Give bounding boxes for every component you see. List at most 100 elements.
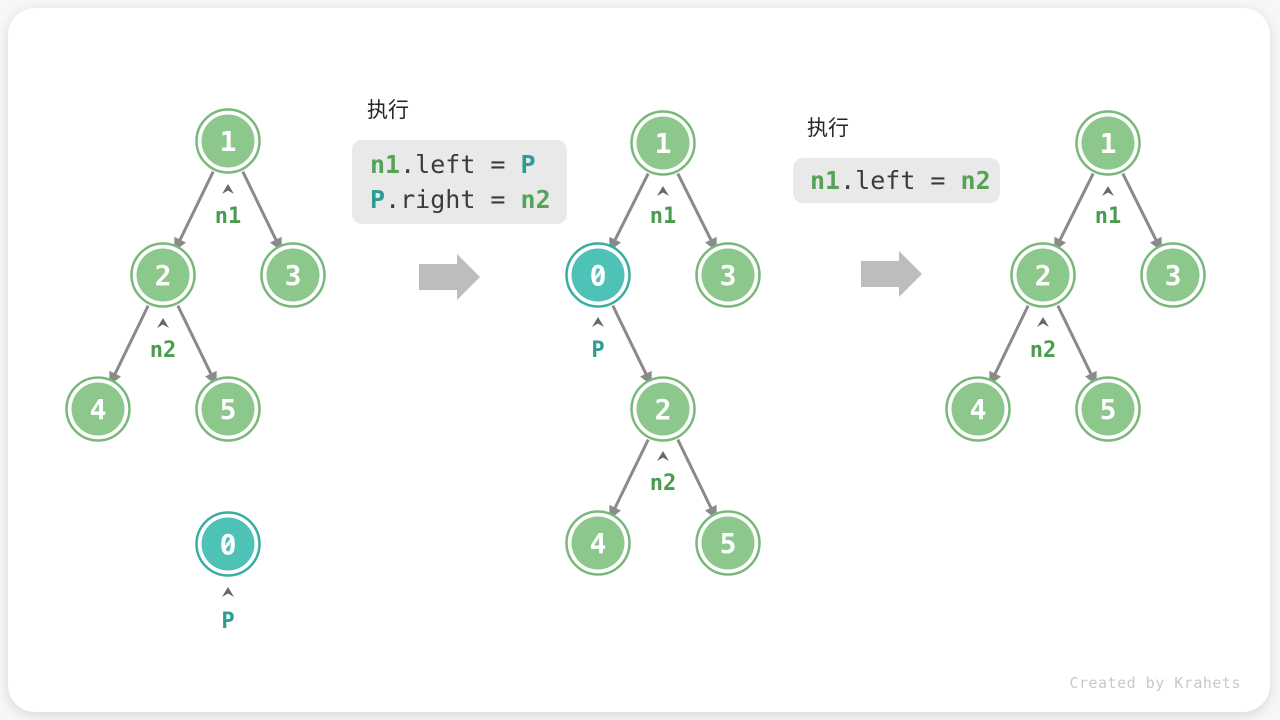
node-value: 3	[1165, 259, 1182, 292]
edge-1-3	[1121, 172, 1162, 252]
pointer-label-n2: n2	[1030, 338, 1057, 363]
pointer-label-n1: n1	[650, 204, 677, 229]
transition-arrow-icon	[419, 254, 480, 300]
code-line: n1.left = n2	[793, 163, 1000, 198]
code-line: P.right = n2	[352, 182, 567, 217]
node-fill	[1146, 248, 1200, 302]
node-fill	[636, 116, 690, 170]
node-fill	[71, 382, 125, 436]
node-fill	[1081, 116, 1135, 170]
zero-slash	[222, 536, 234, 552]
node-p-isolated: 0	[195, 511, 261, 577]
code-token: n1	[810, 166, 841, 195]
node-value: 3	[720, 259, 737, 292]
edge-2-4	[109, 304, 150, 386]
zero-slash	[592, 267, 604, 283]
code-line: n1.left = P	[352, 147, 567, 182]
node-1: 1	[195, 108, 261, 174]
node-fill	[201, 114, 255, 168]
exec-label: 执行	[367, 99, 409, 122]
code-token: n2	[520, 185, 551, 214]
node-5: 5	[195, 376, 261, 442]
node-1: 1	[630, 110, 696, 176]
node-p: 0	[565, 242, 631, 308]
pointer-caret-icon	[1037, 317, 1049, 327]
tree-after-step1-edges	[609, 172, 717, 520]
node-fill	[571, 516, 625, 570]
code-block-1: n1.left = P P.right = n2	[352, 140, 567, 224]
node-value: 2	[155, 259, 172, 292]
node-value: 4	[90, 393, 107, 426]
code-token: n1	[370, 150, 401, 179]
edge-2-4	[989, 304, 1030, 386]
node-1: 1	[1075, 110, 1141, 176]
node-fill	[1081, 382, 1135, 436]
node-4: 4	[945, 376, 1011, 442]
node-value: 4	[970, 393, 987, 426]
node-4: 4	[65, 376, 131, 442]
pointer-caret-icon	[657, 186, 669, 196]
node-5: 5	[695, 510, 761, 576]
node-fill	[1016, 248, 1070, 302]
node-value: 3	[285, 259, 302, 292]
node-fill	[701, 516, 755, 570]
node-value: 4	[590, 527, 607, 560]
node-value: 5	[220, 393, 237, 426]
node-fill	[136, 248, 190, 302]
edge-2-5	[676, 438, 717, 520]
edge-1-3	[241, 170, 282, 252]
edge-2-5	[176, 304, 217, 386]
edge-1-2	[1054, 172, 1095, 252]
edge-1-0	[609, 172, 650, 252]
pointer-label-n1: n1	[1095, 204, 1122, 229]
node-fill	[951, 382, 1005, 436]
watermark: Created by Krahets	[1069, 674, 1241, 692]
node-value: 5	[720, 527, 737, 560]
pointer-label-n2: n2	[650, 471, 677, 496]
pointer-label-p: P	[591, 338, 604, 363]
node-3: 3	[695, 242, 761, 308]
node-3: 3	[1140, 242, 1206, 308]
code-token: n2	[960, 166, 991, 195]
node-4: 4	[565, 510, 631, 576]
code-token: .left =	[400, 150, 521, 179]
tree-after-step1: 1 0 3 2 4 5 n1	[565, 110, 761, 576]
exec-label: 执行	[807, 117, 849, 140]
node-value: 5	[1100, 393, 1117, 426]
pointer-caret-icon	[222, 587, 234, 597]
node-value: 2	[1035, 259, 1052, 292]
pointer-caret-icon	[157, 318, 169, 328]
code-block-2: n1.left = n2	[793, 158, 1000, 203]
edge-2-4	[609, 438, 650, 520]
node-value: 1	[220, 125, 237, 158]
pointer-caret-icon	[222, 184, 234, 194]
edge-0-2	[611, 304, 652, 386]
node-fill	[201, 382, 255, 436]
node-5: 5	[1075, 376, 1141, 442]
tree-initial: 1 2 3 4 5 0 n1	[65, 108, 326, 634]
node-fill	[636, 382, 690, 436]
node-2: 2	[130, 242, 196, 308]
node-fill	[266, 248, 320, 302]
pointer-caret-icon	[657, 451, 669, 461]
pointer-caret-icon	[1102, 186, 1114, 196]
node-value: 1	[1100, 127, 1117, 160]
pointer-label-p: P	[221, 609, 234, 634]
node-fill	[701, 248, 755, 302]
node-value: 2	[655, 393, 672, 426]
edge-1-2	[174, 170, 215, 252]
code-token: P	[370, 185, 386, 214]
node-3: 3	[260, 242, 326, 308]
tree-initial-edges	[109, 170, 282, 386]
transition-arrow-icon	[861, 251, 922, 297]
edge-2-5	[1056, 304, 1097, 386]
tree-final-edges	[989, 172, 1162, 386]
tree-final: 1 2 3 4 5 n1 n2	[945, 110, 1206, 442]
code-token: P	[520, 150, 536, 179]
edge-1-3	[676, 172, 717, 252]
pointer-label-n1: n1	[215, 204, 242, 229]
pointer-caret-icon	[592, 317, 604, 327]
code-token: .left =	[840, 166, 961, 195]
node-2: 2	[630, 376, 696, 442]
